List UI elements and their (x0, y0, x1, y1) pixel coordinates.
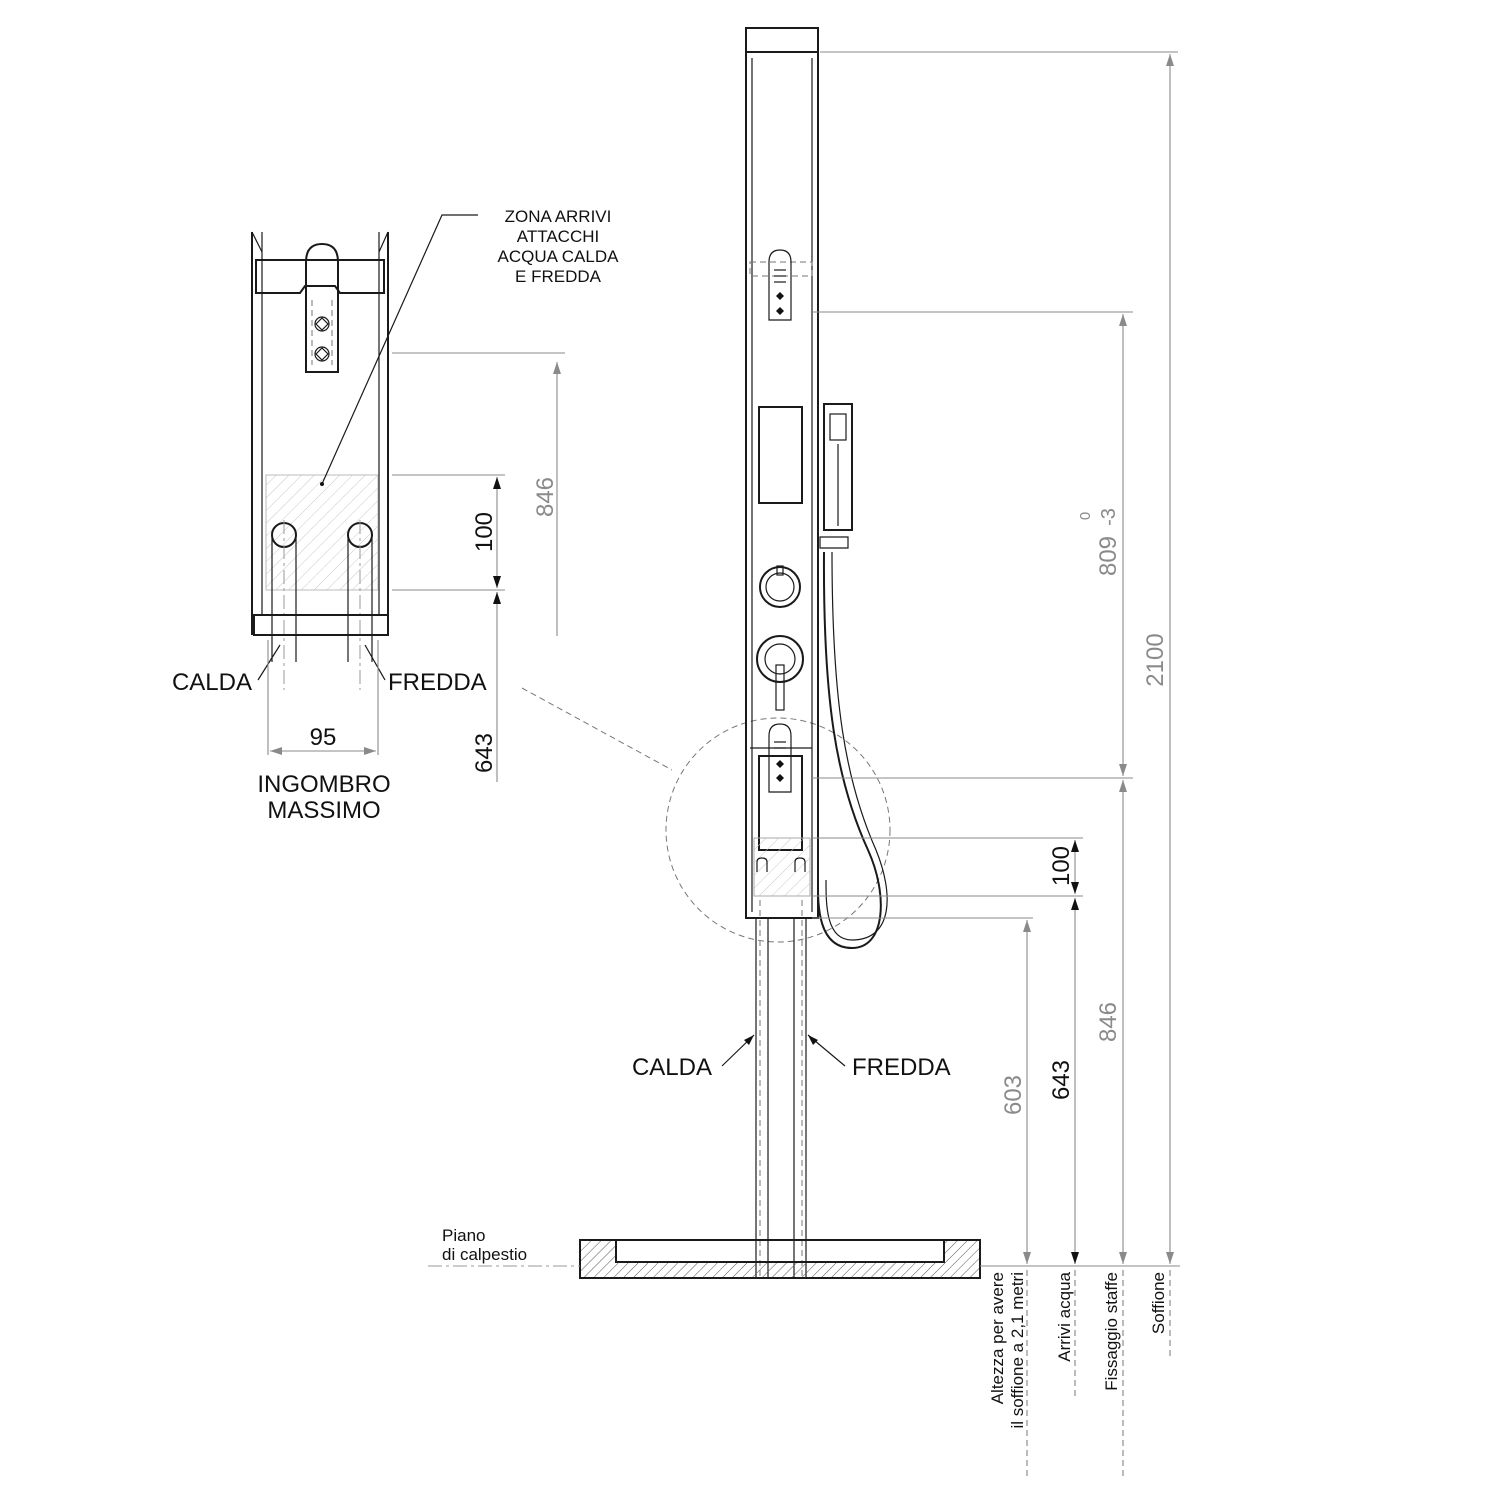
detail-callout-leader (521, 687, 673, 771)
zona-label-3: ACQUA CALDA (498, 247, 620, 266)
main-dim-tol-lower: -3 (1098, 508, 1120, 526)
detail-width-95: 95 (310, 724, 337, 751)
main-texts: CALDA FREDDA Piano di calpestio 2100 809… (442, 508, 1169, 1428)
ingombro-label-1: INGOMBRO (257, 771, 390, 798)
detail-cold-label: FREDDA (388, 669, 487, 696)
ref-arrivi: Arrivi acqua (1055, 1271, 1074, 1361)
piano-label-1: Piano (442, 1226, 485, 1245)
ref-altezza-2: il soffione a 2,1 metri (1008, 1272, 1027, 1429)
detail-callout-circle (665, 717, 891, 943)
detail-dim-100: 100 (471, 512, 498, 552)
hand-shower (816, 403, 888, 950)
main-dim-846: 846 (1095, 1002, 1122, 1042)
zona-label-2: ATTACCHI (517, 227, 599, 246)
main-cold-label: FREDDA (852, 1054, 951, 1081)
ref-soffione: Soffione (1149, 1272, 1168, 1334)
main-hot-label: CALDA (632, 1054, 712, 1081)
zona-label-1: ZONA ARRIVI (505, 207, 612, 226)
ref-fissaggio: Fissaggio staffe (1102, 1272, 1121, 1391)
zona-label-4: E FREDDA (515, 267, 602, 286)
piano-label-2: di calpestio (442, 1245, 527, 1264)
detail-texts: ZONA ARRIVI ATTACCHI ACQUA CALDA E FREDD… (172, 207, 619, 824)
detail-dim-643: 643 (471, 733, 498, 773)
floor-section (428, 1239, 981, 1279)
ref-altezza-1: Altezza per avere (988, 1272, 1007, 1404)
main-dim-643: 643 (1048, 1060, 1075, 1100)
ingombro-label-2: MASSIMO (267, 797, 380, 824)
detail-hot-label: CALDA (172, 669, 252, 696)
main-dim-809: 809 (1095, 536, 1122, 576)
main-dim-tol-upper: 0 (1077, 512, 1094, 520)
supply-pipes (721, 900, 846, 1278)
detail-dim-846: 846 (532, 477, 559, 517)
main-dim-603: 603 (1000, 1075, 1027, 1115)
main-dimensions (812, 51, 1180, 1480)
main-dim-2100: 2100 (1142, 633, 1169, 686)
detail-view (251, 214, 565, 782)
shower-column (745, 27, 819, 919)
main-dim-100: 100 (1048, 846, 1075, 886)
